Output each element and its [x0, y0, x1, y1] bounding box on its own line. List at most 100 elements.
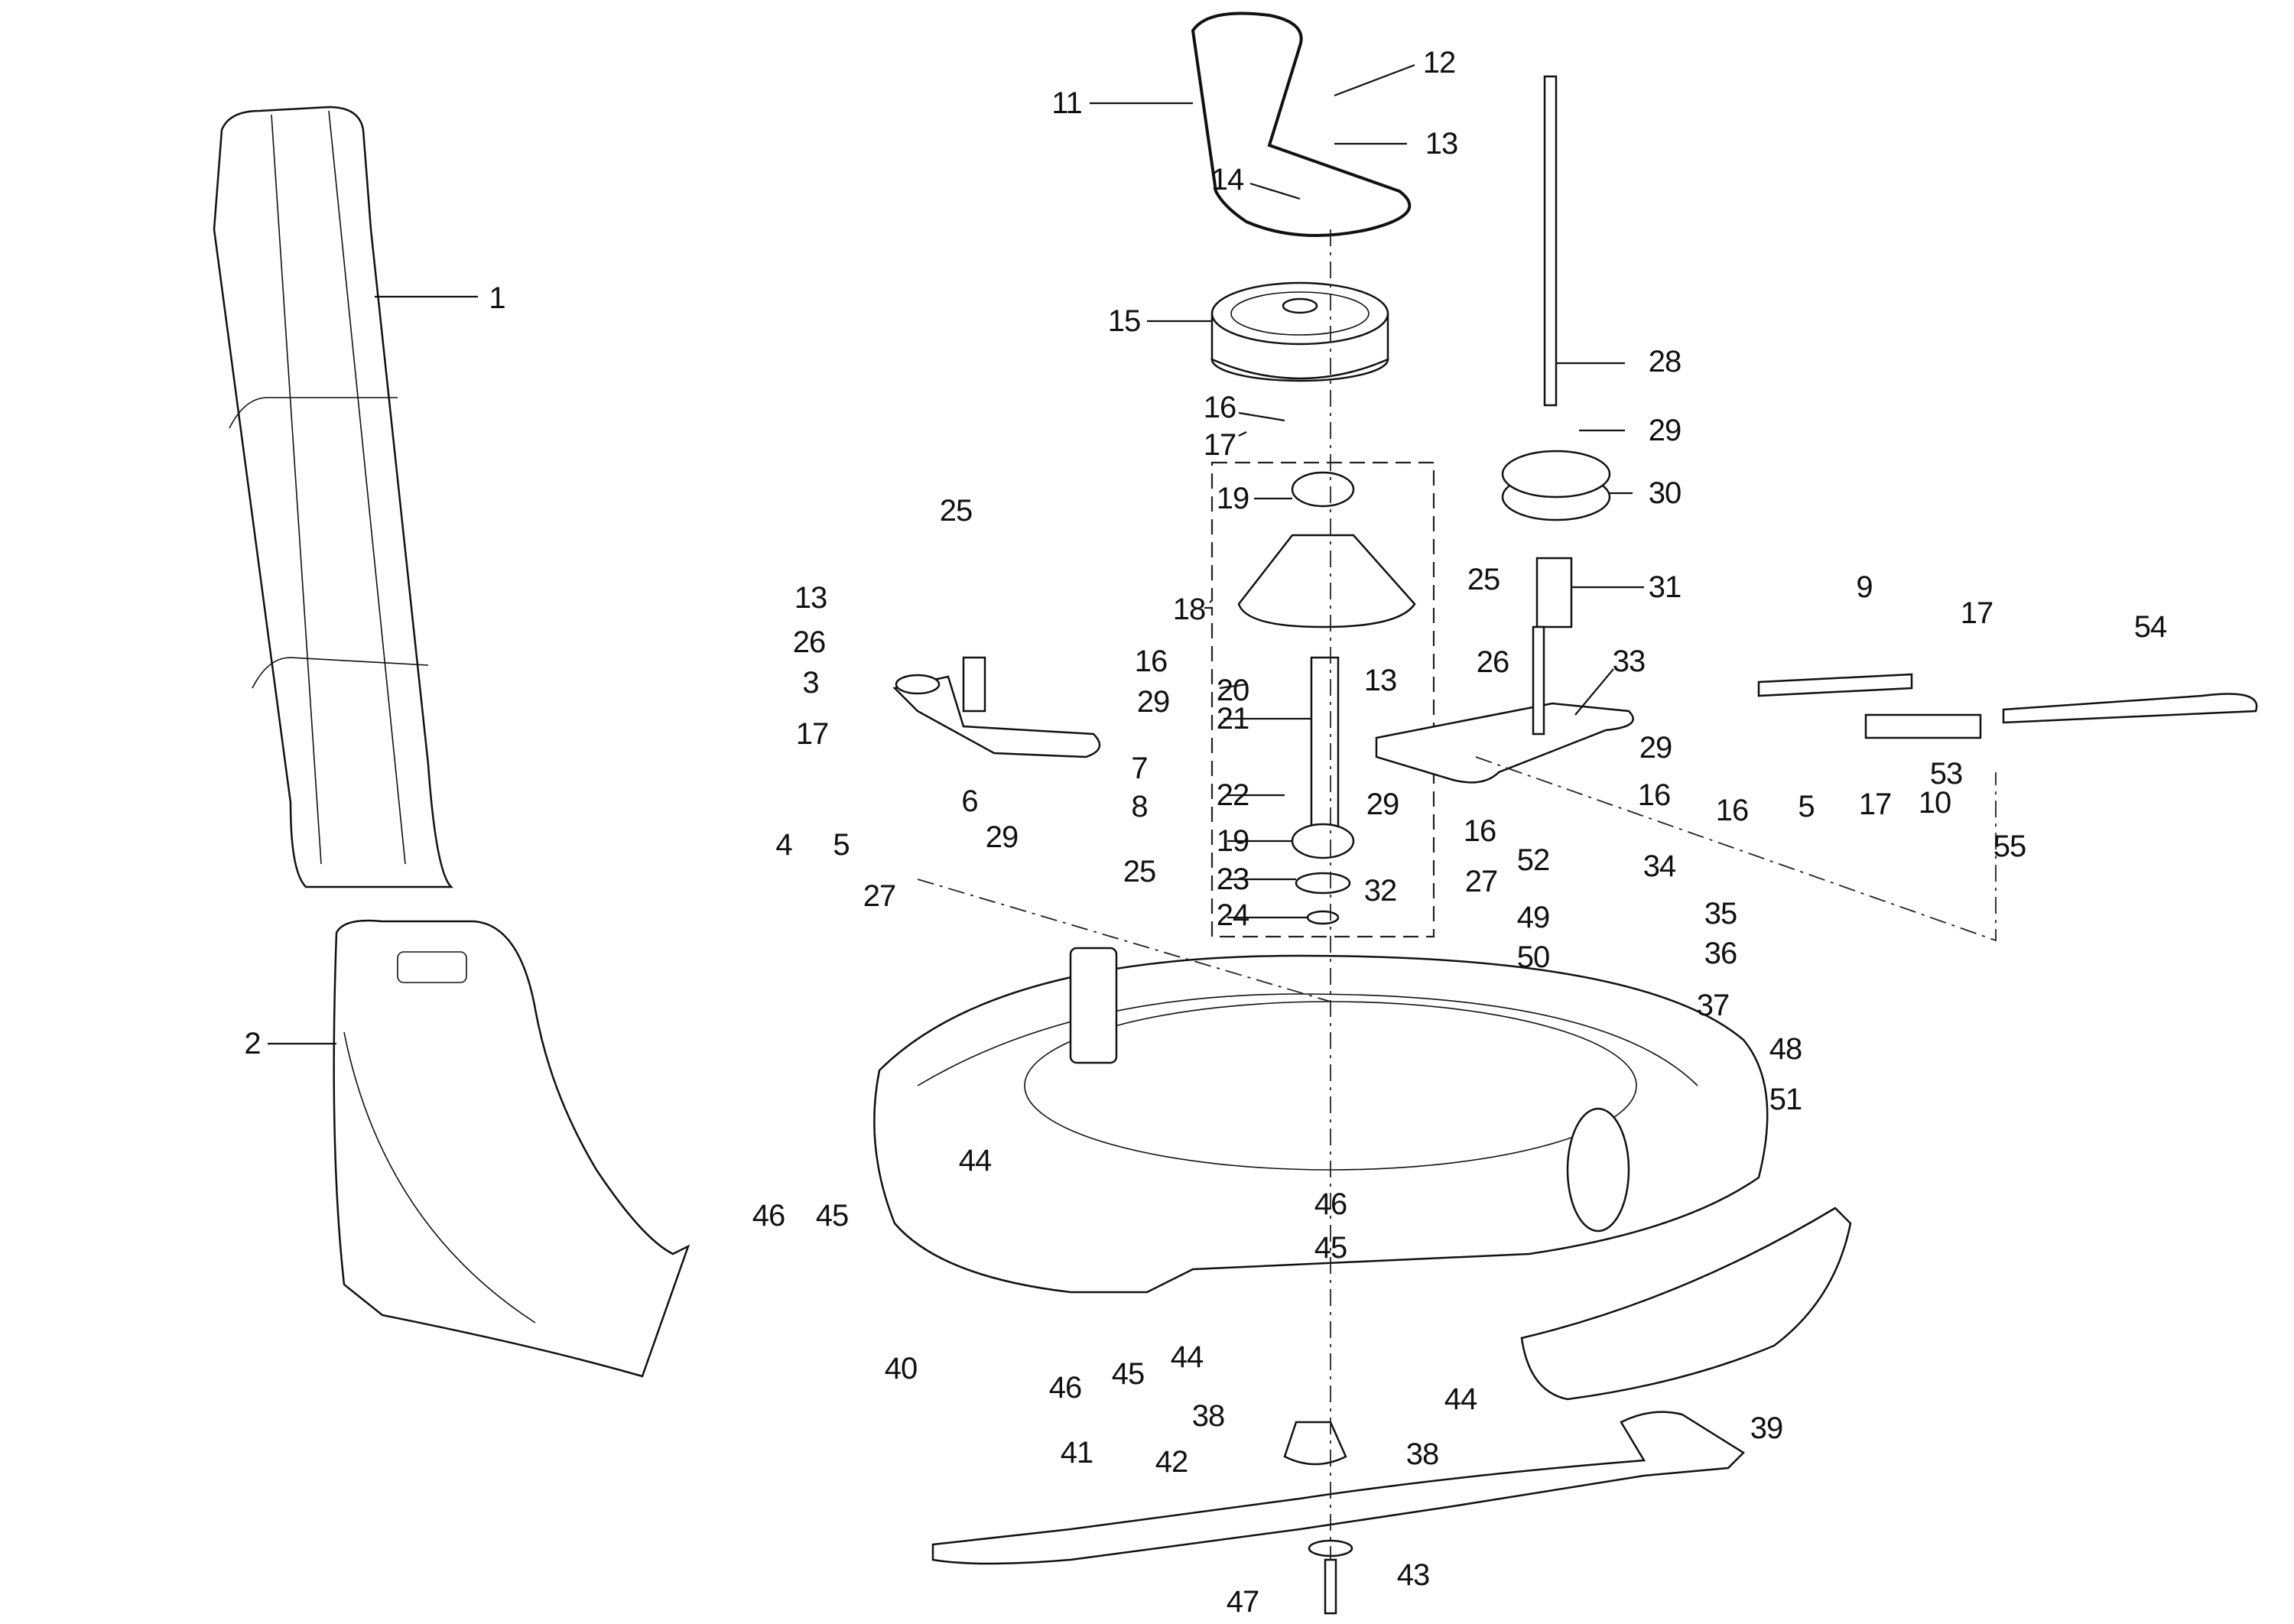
label-42: 42	[1155, 1445, 1188, 1479]
part-3-bracket	[892, 656, 1101, 758]
part-39-deflector	[1520, 1207, 1852, 1401]
label-21: 21	[1216, 702, 1249, 736]
label-4: 4	[775, 828, 792, 862]
label-38: 38	[1191, 1399, 1225, 1433]
label-19: 19	[1216, 824, 1249, 858]
label-8: 8	[1131, 790, 1148, 823]
label-46: 46	[1048, 1371, 1082, 1405]
label-25: 25	[1123, 855, 1156, 888]
label-52: 52	[1516, 843, 1550, 877]
label-50: 50	[1516, 940, 1550, 974]
label-5: 5	[833, 828, 850, 862]
label-33: 33	[1612, 645, 1646, 678]
label-3: 3	[802, 666, 819, 700]
label-25: 25	[1467, 563, 1500, 596]
label-27: 27	[1464, 865, 1498, 898]
label-22: 22	[1216, 778, 1249, 812]
label-46: 46	[752, 1199, 785, 1233]
label-41: 41	[1060, 1436, 1093, 1470]
label-16: 16	[1637, 778, 1671, 812]
label-11: 11	[1051, 86, 1083, 120]
label-13: 13	[1363, 664, 1397, 697]
label-54: 54	[2133, 610, 2167, 644]
label-48: 48	[1769, 1032, 1802, 1066]
label-9: 9	[1856, 570, 1873, 604]
label-23: 23	[1216, 862, 1249, 896]
label-44: 44	[1444, 1382, 1477, 1416]
part-15-pulley	[1210, 281, 1389, 382]
label-20: 20	[1216, 674, 1249, 707]
part-30-idler-pulley	[1501, 75, 1611, 628]
label-40: 40	[884, 1352, 918, 1385]
label-32: 32	[1363, 874, 1397, 908]
label-6: 6	[961, 784, 978, 818]
label-17: 17	[1858, 788, 1892, 821]
leader-lines	[268, 63, 1644, 1045]
label-10: 10	[1918, 786, 1951, 820]
label-31: 31	[1648, 570, 1682, 604]
label-45: 45	[1314, 1231, 1347, 1265]
part-9-rod	[1757, 673, 1913, 697]
label-17: 17	[1960, 596, 1993, 630]
label-5: 5	[1798, 790, 1815, 823]
label-19: 19	[1216, 482, 1249, 515]
label-12: 12	[1422, 46, 1456, 80]
label-37: 37	[1696, 989, 1730, 1022]
part-41-blade	[931, 1411, 1745, 1565]
label-44: 44	[1170, 1340, 1204, 1374]
axis-line-left	[917, 879, 1331, 1002]
part-18-spindle-assembly	[1202, 461, 1435, 938]
label-29: 29	[1648, 414, 1682, 447]
label-34: 34	[1643, 849, 1676, 883]
part-10-spring	[1864, 713, 1982, 739]
label-49: 49	[1516, 901, 1550, 934]
label-30: 30	[1648, 476, 1682, 510]
label-36: 36	[1704, 937, 1737, 970]
label-17: 17	[795, 717, 829, 751]
label-18: 18	[1172, 593, 1206, 626]
label-15: 15	[1107, 304, 1141, 338]
label-45: 45	[815, 1199, 849, 1233]
axis-line-right	[1475, 756, 1997, 942]
label-35: 35	[1704, 897, 1737, 931]
label-13: 13	[1425, 127, 1458, 161]
label-29: 29	[1136, 685, 1170, 719]
label-43: 43	[1396, 1558, 1430, 1592]
label-26: 26	[792, 625, 826, 659]
label-14: 14	[1210, 163, 1244, 197]
part-40-mower-deck	[873, 947, 1769, 1294]
part-33-idler-arm	[1375, 625, 1634, 784]
label-26: 26	[1476, 645, 1509, 679]
part-47-bolt	[1324, 1558, 1337, 1615]
label-29: 29	[1366, 788, 1399, 821]
label-45: 45	[1111, 1357, 1145, 1391]
part-1-chute-tube	[213, 106, 454, 888]
label-55: 55	[1993, 830, 2026, 863]
label-39: 39	[1750, 1411, 1783, 1445]
label-47: 47	[1226, 1585, 1259, 1619]
label-53: 53	[1929, 757, 1963, 791]
label-28: 28	[1648, 345, 1682, 378]
part-42-blade-adapter	[1283, 1421, 1347, 1466]
label-16: 16	[1463, 814, 1496, 848]
label-2: 2	[244, 1027, 261, 1060]
label-16: 16	[1203, 391, 1236, 424]
label-7: 7	[1131, 752, 1148, 785]
label-27: 27	[863, 879, 896, 913]
label-29: 29	[1639, 731, 1672, 765]
label-51: 51	[1769, 1083, 1802, 1116]
label-25: 25	[939, 494, 973, 528]
label-46: 46	[1314, 1187, 1347, 1221]
label-16: 16	[1134, 645, 1168, 678]
label-1: 1	[489, 281, 505, 315]
label-17: 17	[1203, 428, 1236, 462]
label-13: 13	[794, 581, 827, 615]
part-11-belt	[1191, 11, 1412, 237]
part-54-rod	[2002, 693, 2258, 724]
label-38: 38	[1405, 1437, 1439, 1471]
part-2-lower-chute	[333, 919, 690, 1378]
label-29: 29	[985, 820, 1019, 854]
label-24: 24	[1216, 898, 1249, 932]
label-44: 44	[958, 1144, 992, 1177]
